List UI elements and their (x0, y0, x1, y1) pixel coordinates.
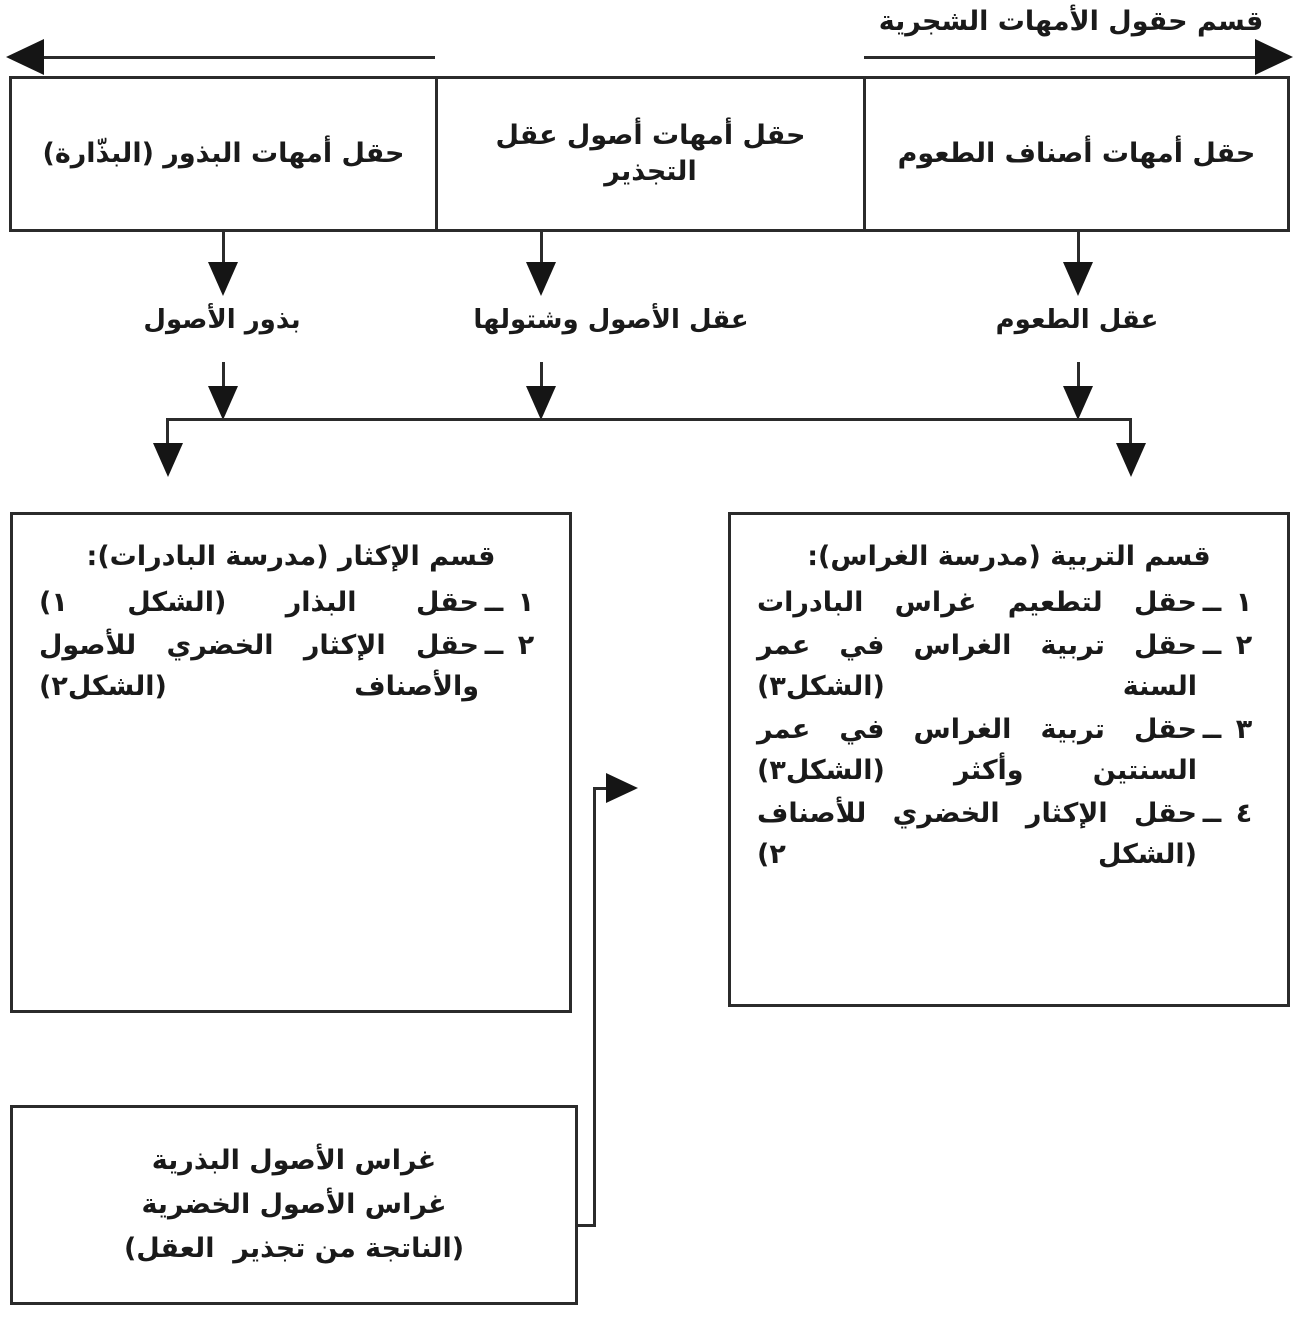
list-item: ٣ ــ حقل تربية الغراس في عمر السنتين وأك… (757, 709, 1261, 791)
ghiras-line-1: غراس الأصول البذرية (151, 1145, 437, 1177)
list-item-number: ١ (1235, 586, 1253, 618)
top-left-arrow-shaft (28, 56, 435, 59)
top-left-arrowhead-icon (6, 39, 44, 75)
arrowhead-left-upper-icon (208, 262, 238, 296)
list-item-number: ١ (517, 586, 535, 618)
list-item-number: ٤ (1235, 797, 1253, 829)
list-item-dash: ــ (1202, 713, 1222, 745)
connector-left-lower-shaft (222, 362, 225, 396)
arrowhead-middle-lower-icon (526, 386, 556, 420)
field-box-label: حقل أمهات أصول عقل التجذير (495, 119, 806, 187)
ghiras-line-3: (الناتجة من تجذير العقل) (123, 1232, 465, 1264)
section-box-tarbiya[interactable]: قسم التربية (مدرسة الغراس): ١ ــ حقل لتط… (728, 512, 1290, 1007)
feedback-connector-bottom (578, 1224, 596, 1227)
list-item-dash: ــ (484, 586, 504, 618)
arrowhead-right-upper-icon (1063, 262, 1093, 296)
list-item: ١ ــ حقل لتطعيم غراس البادرات (757, 582, 1261, 623)
section-heading-ikthar: قسم الإكثار (مدرسة البادرات): (86, 541, 496, 572)
list-item-number: ٢ (1235, 629, 1253, 661)
list-item-number: ٢ (517, 629, 535, 661)
field-box-seed-mothers[interactable]: حقل أمهات البذور (البذّارة) (9, 76, 438, 232)
list-item-number: ٣ (1235, 713, 1253, 745)
list-item-text: حقل تربية الغراس في عمر السنة (الشكل٣) (757, 629, 1197, 702)
field-box-label: حقل أمهات البذور (البذّارة) (42, 137, 405, 169)
flow-label-rootstock-seeds: بذور الأصول (143, 305, 301, 335)
connector-right-lower-shaft (1077, 362, 1080, 396)
ghiras-line-2: غراس الأصول الخضرية (141, 1189, 447, 1221)
connector-middle-upper-shaft (540, 232, 543, 274)
field-box-rooting-cuttings-rootstock-mothers[interactable]: حقل أمهات أصول عقل التجذير (435, 76, 866, 232)
list-item-text: حقل لتطعيم غراس البادرات (757, 586, 1197, 618)
connector-middle-lower-shaft (540, 362, 543, 396)
flow-label-scion-cuttings: عقل الطعوم (995, 305, 1159, 335)
section-box-ikthar[interactable]: قسم الإكثار (مدرسة البادرات): ١ ــ حقل ا… (10, 512, 572, 1013)
list-item-dash: ــ (484, 629, 504, 661)
arrowhead-bus-left-icon (153, 443, 183, 477)
diagram-title: قسم حقول الأمهات الشجرية (878, 6, 1264, 37)
list-item-text: حقل البذار (الشكل ١) (39, 586, 479, 618)
top-right-arrowhead-icon (1255, 39, 1293, 75)
bus-bar-horizontal (166, 418, 1132, 421)
feedback-connector-top (593, 787, 611, 790)
connector-right-upper-shaft (1077, 232, 1080, 274)
arrowhead-middle-upper-icon (526, 262, 556, 296)
bus-bar-drop-right (1129, 418, 1132, 454)
list-item-text: حقل الإكثار الخضري للأصول والأصناف (الشك… (39, 629, 479, 702)
list-item-dash: ــ (1202, 629, 1222, 661)
list-item-dash: ــ (1202, 586, 1222, 618)
list-item: ٢ ــ حقل تربية الغراس في عمر السنة (الشك… (757, 625, 1261, 707)
arrowhead-left-lower-icon (208, 386, 238, 420)
list-item: ٢ ــ حقل الإكثار الخضري للأصول والأصناف … (39, 625, 543, 707)
list-item: ٤ ــ حقل الإكثار الخضري للأصناف (الشكل ٢… (757, 793, 1261, 875)
top-right-arrow-shaft (864, 56, 1289, 59)
bus-bar-drop-left (166, 418, 169, 454)
section-list-tarbiya: ١ ــ حقل لتطعيم غراس البادرات ٢ ــ حقل ت… (757, 582, 1261, 875)
connector-left-upper-shaft (222, 232, 225, 274)
feedback-arrowhead-icon (606, 773, 638, 803)
arrowhead-bus-right-icon (1116, 443, 1146, 477)
list-item-text: حقل الإكثار الخضري للأصناف (الشكل ٢) (757, 797, 1197, 870)
section-list-ikthar: ١ ــ حقل البذار (الشكل ١) ٢ ــ حقل الإكث… (39, 582, 543, 707)
field-box-grafting-varieties-mothers[interactable]: حقل أمهات أصناف الطعوم (863, 76, 1290, 232)
section-heading-tarbiya: قسم التربية (مدرسة الغراس): (807, 541, 1211, 572)
feedback-connector-vertical (593, 787, 596, 1227)
list-item: ١ ــ حقل البذار (الشكل ١) (39, 582, 543, 623)
field-box-label: حقل أمهات أصناف الطعوم (897, 137, 1256, 169)
section-box-ghiras[interactable]: غراس الأصول البذرية غراس الأصول الخضرية … (10, 1105, 578, 1305)
list-item-dash: ــ (1202, 797, 1222, 829)
list-item-text: حقل تربية الغراس في عمر السنتين وأكثر (ا… (757, 713, 1197, 786)
arrowhead-right-lower-icon (1063, 386, 1093, 420)
flow-label-rootstock-cuttings-and-seedlings: عقل الأصول وشتولها (473, 305, 749, 335)
